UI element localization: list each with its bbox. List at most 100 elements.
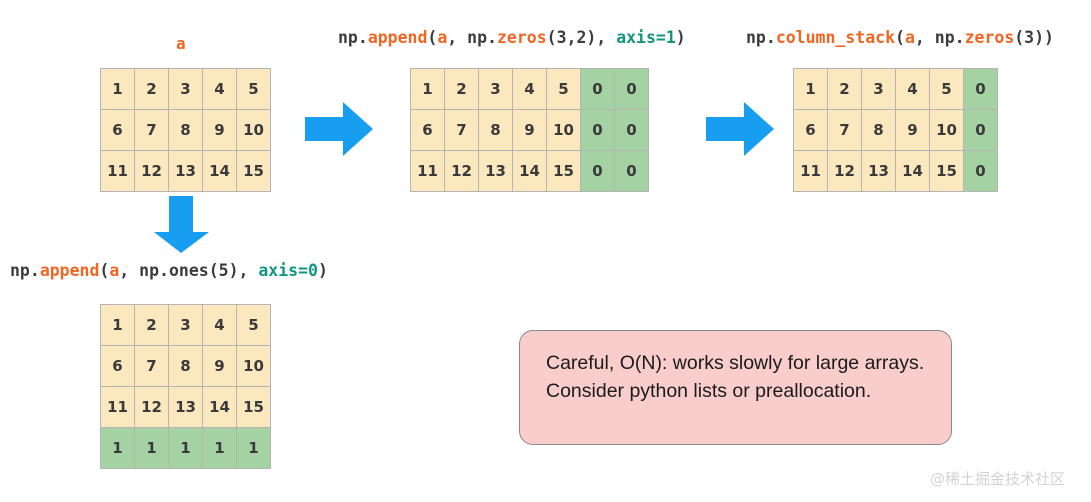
matrix-cell: 3: [168, 68, 203, 110]
code-token-7: axis=1: [616, 28, 676, 47]
caption-column-stack: np.column_stack(a, np.zeros(3)): [746, 28, 1054, 47]
matrix-cell: 12: [827, 150, 862, 192]
array-label-a: a: [176, 34, 186, 53]
matrix-cell: 7: [827, 109, 862, 151]
matrix-cell-pad: 1: [202, 427, 237, 469]
matrix-cell: 10: [546, 109, 581, 151]
matrix-cell-pad: 0: [580, 109, 615, 151]
matrix-cell: 14: [202, 386, 237, 428]
matrix-cell: 8: [478, 109, 513, 151]
matrix-cell-pad: 0: [614, 150, 649, 192]
matrix-cell-pad: 0: [614, 109, 649, 151]
matrix-cell: 14: [202, 150, 237, 192]
matrix-cell: 13: [861, 150, 896, 192]
arrow-down-icon: [152, 196, 212, 259]
matrix-cell: 10: [236, 345, 271, 387]
code-token-2: (: [895, 28, 905, 47]
matrix-cell: 6: [793, 109, 828, 151]
code-token-2: (: [99, 261, 110, 280]
matrix-cell: 11: [410, 150, 445, 192]
matrix-cell: 8: [168, 109, 203, 151]
matrix-cell: 8: [861, 109, 896, 151]
matrix-cell: 3: [861, 68, 896, 110]
matrix-cell: 7: [444, 109, 479, 151]
matrix-cell: 6: [100, 345, 135, 387]
code-token-1: column_stack: [775, 28, 896, 47]
code-token-3: a: [437, 28, 448, 47]
matrix-cell: 11: [100, 386, 135, 428]
code-token-4: , np.: [447, 28, 497, 47]
caption-append-axis0: np.append(a, np.ones(5), axis=0): [10, 261, 328, 280]
matrix-cell: 4: [895, 68, 930, 110]
matrix-cell: 5: [236, 68, 271, 110]
matrix-cell: 14: [895, 150, 930, 192]
matrix-cell-pad: 0: [963, 109, 998, 151]
matrix-cell: 13: [478, 150, 513, 192]
code-token-1: append: [39, 261, 100, 280]
matrix-cell: 9: [512, 109, 547, 151]
matrix-cell: 7: [134, 345, 169, 387]
matrix-cell: 15: [929, 150, 964, 192]
matrix-cell: 13: [168, 150, 203, 192]
code-token-6: (3,2),: [546, 28, 617, 47]
matrix-cell: 11: [793, 150, 828, 192]
matrix-cell: 12: [134, 386, 169, 428]
code-token-4: , np.: [914, 28, 965, 47]
code-token-3: a: [904, 28, 915, 47]
code-token-5: zeros: [964, 28, 1015, 47]
warning-note: Careful, O(N): works slowly for large ar…: [519, 330, 952, 445]
arrow-right-icon: [305, 100, 375, 163]
matrix-cell-pad: 0: [580, 68, 615, 110]
code-token-8: ): [675, 28, 686, 47]
matrix-cell: 1: [100, 304, 135, 346]
code-token-2: (: [427, 28, 438, 47]
matrix-cell: 10: [929, 109, 964, 151]
matrix-cell: 15: [236, 386, 271, 428]
matrix-cell-pad: 0: [963, 68, 998, 110]
matrix-cell: 7: [134, 109, 169, 151]
matrix-cell-pad: 1: [168, 427, 203, 469]
matrix-cell: 1: [100, 68, 135, 110]
watermark: @稀土掘金技术社区: [930, 470, 1066, 488]
matrix-cell-pad: 1: [236, 427, 271, 469]
matrix-cell: 5: [546, 68, 581, 110]
matrix-cell: 2: [134, 304, 169, 346]
matrix-cell: 15: [236, 150, 271, 192]
matrix-cell: 2: [827, 68, 862, 110]
matrix-cell: 2: [134, 68, 169, 110]
matrix-cell: 4: [202, 304, 237, 346]
matrix-cell: 1: [793, 68, 828, 110]
matrix-cell-pad: 0: [580, 150, 615, 192]
matrix-cell: 11: [100, 150, 135, 192]
matrix-cell: 5: [929, 68, 964, 110]
caption-append-axis1: np.append(a, np.zeros(3,2), axis=1): [338, 28, 686, 47]
matrix-cell-pad: 1: [100, 427, 135, 469]
matrix-cell: 3: [168, 304, 203, 346]
code-token-4: , np.ones(5),: [119, 261, 259, 280]
matrix-cell-pad: 0: [963, 150, 998, 192]
matrix-cell: 14: [512, 150, 547, 192]
code-token-3: a: [109, 261, 120, 280]
matrix-cell: 6: [100, 109, 135, 151]
arrow-right-icon: [706, 100, 776, 163]
matrix-cell: 8: [168, 345, 203, 387]
matrix-cell: 12: [134, 150, 169, 192]
code-token-6: ): [317, 261, 328, 280]
matrix-cell: 9: [895, 109, 930, 151]
